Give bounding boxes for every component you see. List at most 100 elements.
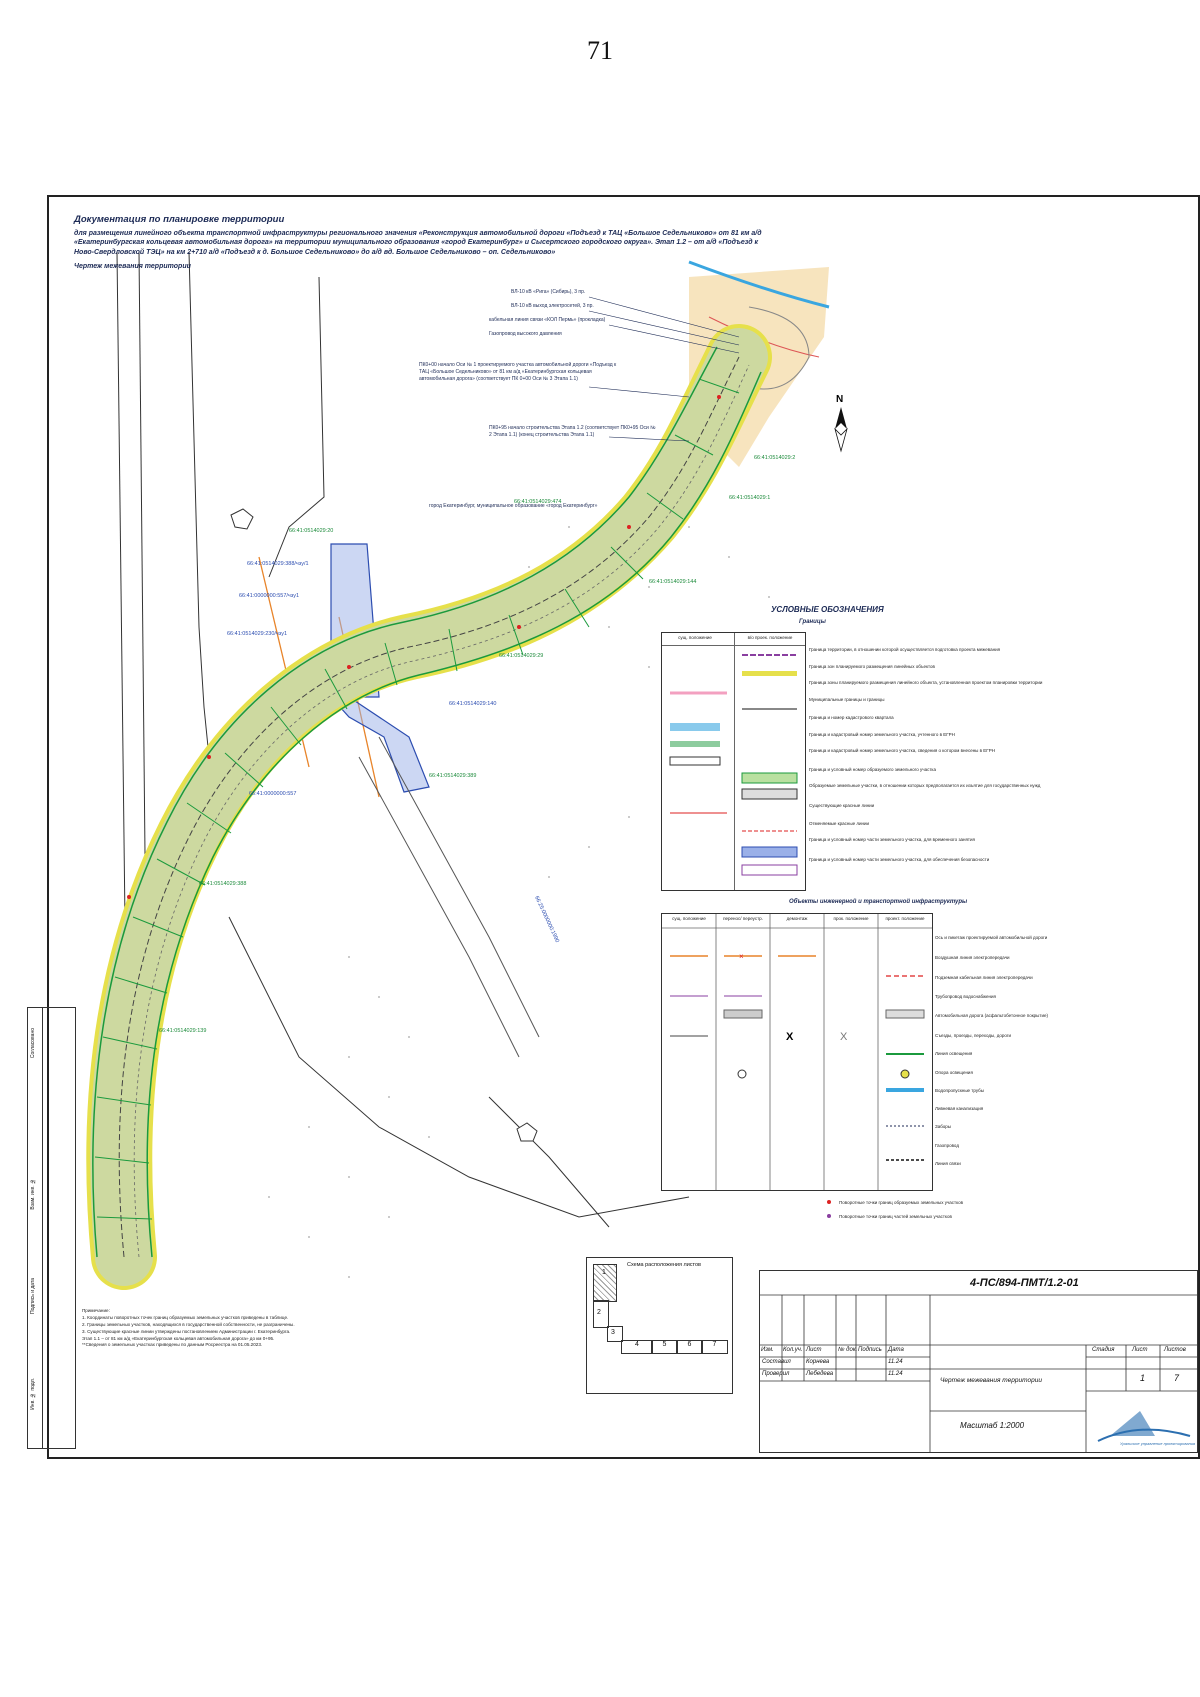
map-label: 66:41:0000000:557 (249, 791, 296, 797)
legend-row: Граница и условный номер образуемого зем… (809, 767, 936, 772)
map-label: 66:41:0514029:144 (649, 579, 696, 585)
stamp-role: Дата (888, 1347, 904, 1353)
callout-text: город Екатеринбург, муниципальное образо… (429, 503, 598, 509)
stamp-date: 11.24 (888, 1371, 903, 1377)
drawing-sheet: 66:41:0514029:2 66:41:0514029:1 66:41:05… (27, 195, 1200, 1459)
note-line: 2. Границы земельных участков, находящих… (82, 1321, 295, 1327)
stamp-person-role: Проверил (762, 1371, 790, 1377)
callout-text: ПК0+95 начало строительства Этапа 1.2 (с… (489, 425, 656, 438)
scheme-sheet-number: 3 (611, 1329, 615, 1336)
note-line: Примечание: (82, 1308, 110, 1313)
stamp-role: Подпись (858, 1347, 882, 1353)
map-label: 66:41:0514029:388 (199, 881, 246, 887)
infra-table: сущ. положение перенос/ переустр. демонт… (661, 913, 933, 1191)
stamp-role: Кол.уч. (783, 1347, 803, 1353)
infra-row: Линия связи (935, 1161, 961, 1166)
infra-row: Трубопровод водоснабжения (935, 994, 996, 999)
stamp-date: 11.24 (888, 1359, 903, 1365)
note-line: Этап 1.1 – от 81 км а/д «Екатеринбургска… (82, 1335, 275, 1341)
stamp-role: № док. (838, 1347, 858, 1353)
drawing-name: Чертеж межевания территории (74, 263, 191, 271)
legend-title: УСЛОВНЫЕ ОБОЗНАЧЕНИЯ (771, 605, 884, 614)
stamp-sheets-total: 7 (1174, 1373, 1180, 1383)
scheme-sheet-number: 2 (597, 1309, 601, 1316)
scheme-sheet-number: 6 (676, 1340, 703, 1354)
title-block: 4-ПС/894-ПМТ/1.2-01 (759, 1270, 1198, 1453)
stamp-role: Лист (806, 1347, 822, 1353)
callout-text: Газопровод высокого давления (489, 331, 562, 337)
legend-point-markers (827, 1200, 831, 1218)
map-label: 66:41:0514029:29 (499, 653, 543, 659)
legend-swatches (669, 654, 798, 876)
scheme-sheet-number: 1 (602, 1269, 606, 1276)
infra-row: Водопропускные трубы (935, 1088, 984, 1093)
legend-row: Муниципальные границы и границы (809, 697, 885, 702)
map-label: 66:41:0000000:557/чзу1 (239, 593, 299, 599)
map-label: 66:41:0514029:389 (429, 773, 476, 779)
scheme-sheet-number: 7 (701, 1340, 728, 1354)
side-road-2 (378, 736, 540, 1038)
note-line: **Сведения о земельных участках приведен… (82, 1342, 263, 1348)
svg-text:X: X (840, 1031, 848, 1043)
scheme-title: Схема расположения листов (627, 1262, 701, 1268)
legend-row: Граница территории, в отношении которой … (809, 647, 1001, 652)
infra-row: Газопровод (935, 1143, 959, 1148)
infra-row: Подземная кабельная линия электропередач… (935, 975, 1033, 980)
legend-points-row: Поворотные точки границ образуемых земел… (839, 1200, 964, 1205)
river (688, 260, 830, 309)
callout-text: ПК0+00 начало Оси № 1 проектируемого уча… (419, 362, 617, 382)
side-label: Согласовано (30, 1028, 36, 1059)
legend-row: Граница и кадастровый номер земельного у… (809, 748, 995, 753)
infra-swatches: × X X (662, 914, 932, 1190)
legend-symbols-table: сущ. положение в/о проек. положение (661, 632, 806, 891)
road-centerline (118, 356, 740, 1258)
notes-block: Примечание: 1. Координаты поворотных точ… (82, 1308, 682, 1349)
infra-row: Воздушная линия электропередачи (935, 955, 1010, 960)
document-code: 4-ПС/894-ПМТ/1.2-01 (970, 1277, 1079, 1289)
infra-row: Автомобильная дорога (асфальтобетонное п… (935, 1013, 1048, 1018)
infra-row: Опора освещения (935, 1070, 973, 1075)
legend-row: Граница и кадастровый номер земельного у… (809, 732, 955, 737)
legend-row: Существующие красные линии (809, 803, 875, 808)
north-arrow (834, 407, 848, 453)
junction-loop (748, 306, 810, 390)
road-fill (90, 328, 768, 1286)
stamp-drawing-name: Чертеж межевания территории (940, 1377, 1042, 1384)
legend-row: Отменяемые красные линии (809, 821, 870, 826)
map-label: 66:41:0514029:1 (729, 495, 770, 501)
stamp-person-name: Лебедева (806, 1371, 834, 1377)
infra-col: прок. положение (833, 916, 869, 921)
infra-row: Ось и пикетаж проектируемой автомобильно… (935, 935, 1048, 940)
terrain-pattern (268, 526, 770, 1278)
stamp-person-name: Корнева (806, 1359, 830, 1365)
legend-row: Граница зон планируемого размещения лине… (809, 664, 935, 669)
infra-title: Объекты инженерной и транспортной инфрас… (789, 899, 968, 905)
sheet-layout-scheme: Схема расположения листов 1 2 3 4 5 6 7 (586, 1257, 733, 1394)
infra-row: Ливневая канализация (935, 1106, 984, 1111)
stamp-role: Изм. (761, 1347, 774, 1353)
map-label: 66:41:0514029:139 (159, 1028, 206, 1034)
map-label: 66:41:0514029:474 (514, 499, 561, 505)
north-label: N (836, 394, 843, 405)
svg-text:X: X (786, 1031, 794, 1043)
legend-col-existing: сущ. положение (678, 635, 712, 640)
drawing-header: Документация по планировке территории дл… (74, 214, 774, 270)
road-green-edge-2 (146, 371, 762, 1258)
legend-points-row: Поворотные точки границ частей земельных… (839, 1214, 952, 1219)
scheme-sheet-number: 4 (621, 1340, 653, 1354)
map-label: 66:41:0514029:2 (754, 455, 795, 461)
infra-row: Линия освещения (935, 1051, 973, 1056)
side-label: Подпись и дата (30, 1278, 36, 1314)
infra-col: проект. положение (885, 916, 925, 921)
side-road (358, 756, 520, 1058)
red-points (127, 395, 721, 899)
svg-text:×: × (739, 952, 744, 961)
infra-row: Заборы (935, 1124, 952, 1129)
legend-row: Граница и номер кадастрового квартала (809, 715, 894, 720)
pentagon-markers (230, 508, 538, 1142)
cadastral-map: 66:41:0514029:2 66:41:0514029:1 66:41:05… (86, 251, 848, 1290)
page-number: 71 (587, 36, 613, 65)
infra-col: демонтаж (786, 916, 808, 921)
callout-text: ВЛ-10 кВ «Рига» (Сибирь), 3 пр. (511, 289, 585, 295)
map-label: 66:41:0514029:140 (449, 701, 496, 707)
